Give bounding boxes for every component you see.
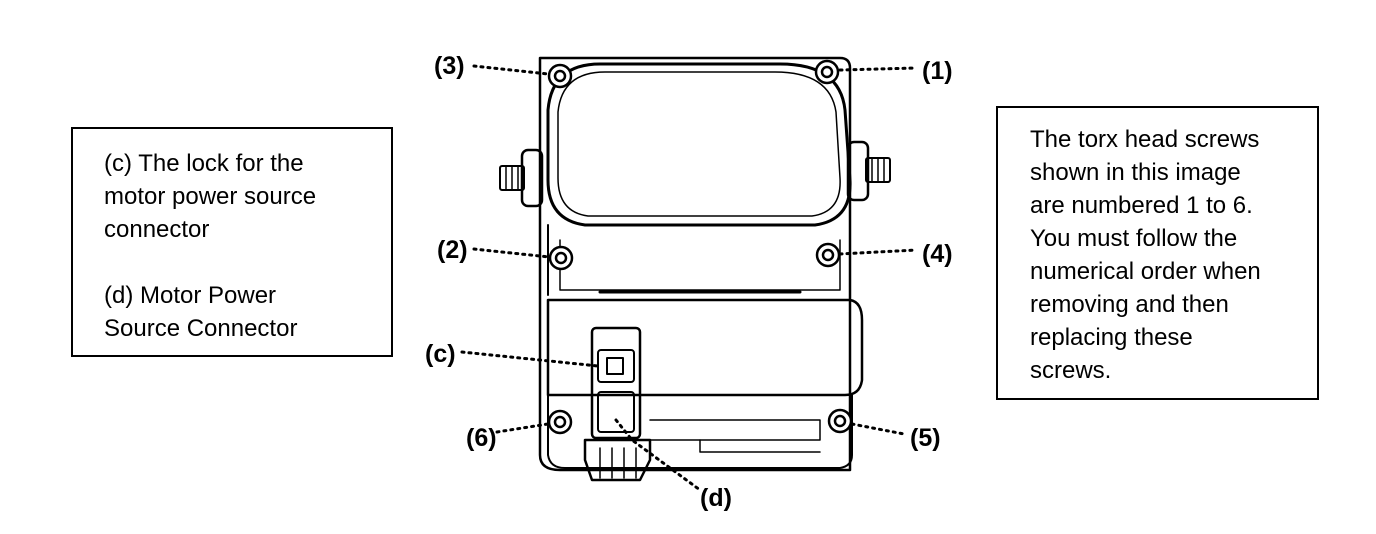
torx-screw-6 (547, 409, 573, 435)
torx-screw-1 (814, 59, 840, 85)
middle-body (547, 224, 851, 296)
lower-case (546, 298, 864, 397)
leader-line-5 (850, 422, 906, 436)
instruction-line: You must follow the (1030, 225, 1238, 252)
callout-connector-d: (d) (700, 484, 732, 512)
torx-screw-5 (827, 408, 853, 434)
instruction-box: The torx head screws shown in this image… (996, 106, 1319, 400)
legend-box: (c) The lock for the motor power source … (71, 127, 393, 357)
torx-screw-2 (548, 245, 574, 271)
instruction-line: numerical order when (1030, 258, 1261, 285)
instruction-line: replacing these (1030, 324, 1193, 351)
callout-lock-c: (c) (425, 340, 456, 368)
legend-line: (d) Motor Power (104, 282, 277, 309)
torx-screw-3 (547, 63, 573, 89)
instruction-line: are numbered 1 to 6. (1030, 192, 1253, 219)
callout-screw-1: (1) (922, 57, 953, 85)
legend-line: Source Connector (104, 315, 298, 342)
leader-line-3 (472, 64, 550, 76)
bottom-plate (547, 394, 853, 469)
instruction-line: shown in this image (1030, 159, 1241, 186)
instruction-line: removing and then (1030, 291, 1229, 318)
legend-line: motor power source (104, 183, 317, 210)
callout-screw-6: (6) (466, 424, 497, 452)
callout-screw-2: (2) (437, 236, 468, 264)
leader-line-2 (472, 247, 551, 259)
legend-line: connector (104, 216, 210, 243)
leader-line-6 (495, 422, 550, 434)
leader-line-c (460, 350, 600, 368)
callout-screw-3: (3) (434, 52, 465, 80)
leader-line-1 (838, 66, 918, 72)
instruction-line: The torx head screws (1030, 126, 1260, 153)
instruction-line: screws. (1030, 357, 1112, 384)
top-cover (546, 62, 852, 227)
right-stud-bolt (846, 140, 891, 202)
motor-power-connector (583, 326, 652, 482)
legend-line: (c) The lock for the (104, 150, 304, 177)
left-stud-bolt (499, 148, 544, 208)
callout-screw-4: (4) (922, 240, 953, 268)
leader-line-4 (838, 248, 918, 256)
leader-line-d (614, 418, 702, 492)
housing-outline (538, 56, 852, 472)
top-cover-inner (557, 71, 841, 217)
torx-screw-4 (815, 242, 841, 268)
callout-screw-5: (5) (910, 424, 941, 452)
